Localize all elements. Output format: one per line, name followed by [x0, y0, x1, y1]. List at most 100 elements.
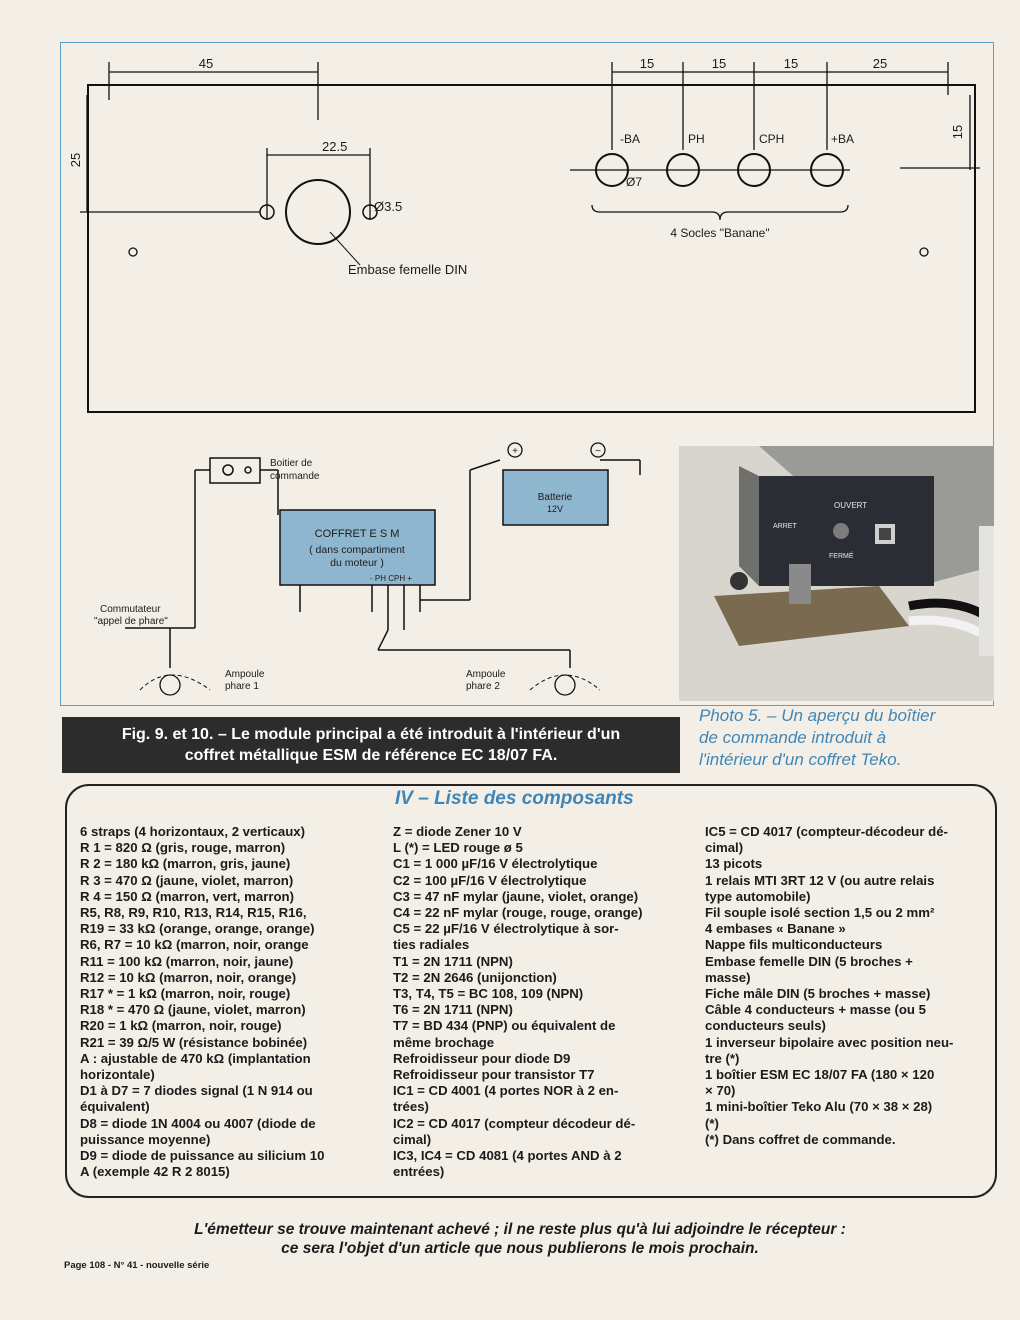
component-line: × 70)	[705, 1083, 736, 1099]
closing-text-line1: L'émetteur se trouve maintenant achevé ;…	[194, 1221, 846, 1238]
din-label: Embase femelle DIN	[348, 262, 467, 277]
component-line: équivalent)	[80, 1099, 150, 1115]
dim-15-right: 15	[950, 125, 965, 139]
dim-15b: 15	[712, 56, 726, 71]
component-line: A : ajustable de 470 kΩ (implantation	[80, 1050, 311, 1066]
ampoule2-label-1: Ampoule	[466, 669, 506, 680]
component-line: puissance moyenne)	[80, 1131, 211, 1147]
dim-15c: 15	[784, 56, 798, 71]
dim-25-top: 25	[873, 56, 887, 71]
component-line: C3 = 47 nF mylar (jaune, violet, orange)	[393, 888, 639, 904]
coffret-line3: du moteur )	[330, 557, 384, 569]
component-line: type automobile)	[705, 888, 811, 904]
component-line: horizontale)	[80, 1067, 155, 1083]
component-line: C2 = 100 µF/16 V électrolytique	[393, 872, 587, 888]
component-line: R 2 = 180 kΩ (marron, gris, jaune)	[80, 856, 291, 872]
ampoule1-label-1: Ampoule	[225, 669, 265, 680]
component-line: R6, R7 = 10 kΩ (marron, noir, orange	[80, 937, 309, 953]
battery-plus: +	[512, 446, 518, 457]
figure-caption-line2: coffret métallique ESM de référence EC 1…	[184, 747, 558, 764]
closing-text: L'émetteur se trouve maintenant achevé ;…	[140, 1220, 900, 1258]
socket-label-minus-ba: -BA	[620, 132, 640, 146]
component-line: (*)	[705, 1115, 719, 1131]
figure-caption: Fig. 9. et 10. – Le module principal a é…	[62, 717, 680, 773]
dim-22-5: 22.5	[322, 139, 347, 154]
component-line: Refroidisseur pour transistor T7	[393, 1067, 595, 1083]
component-line: Fil souple isolé section 1,5 ou 2 mm²	[705, 905, 935, 921]
component-line: 1 inverseur bipolaire avec position neu-	[705, 1034, 954, 1050]
component-line: D8 = diode 1N 4004 ou 4007 (diode de	[80, 1115, 316, 1131]
boitier-box	[209, 457, 261, 484]
photo-caption-line3: l'intérieur d'un coffret Teko.	[699, 750, 902, 769]
ampoule2-label-2: phare 2	[466, 681, 500, 692]
component-line: Nappe fils multiconducteurs	[705, 937, 883, 953]
component-line: R 1 = 820 Ω (gris, rouge, marron)	[80, 840, 286, 856]
component-line: masse)	[705, 969, 751, 985]
component-line: T6 = 2N 1711 (NPN)	[393, 1002, 513, 1018]
component-line: IC3, IC4 = CD 4081 (4 portes AND à 2	[393, 1148, 622, 1164]
component-line: R11 = 100 kΩ (marron, noir, jaune)	[80, 953, 294, 969]
component-line: D9 = diode de puissance au silicium 10	[80, 1148, 325, 1164]
component-line: R18 * = 470 Ω (jaune, violet, marron)	[80, 1002, 306, 1018]
component-line: C1 = 1 000 µF/16 V électrolytique	[393, 856, 598, 872]
component-line: T2 = 2N 2646 (unijonction)	[393, 969, 557, 985]
component-line: 1 relais MTI 3RT 12 V (ou autre relais	[705, 872, 935, 888]
ampoule1-label-2: phare 1	[225, 681, 259, 692]
socket-label-plus-ba: +BA	[831, 132, 854, 146]
component-line: cimal)	[393, 1131, 432, 1147]
component-line: Câble 4 conducteurs + masse (ou 5	[705, 1002, 926, 1018]
component-line: 13 picots	[705, 856, 763, 872]
components-col-3: IC5 = CD 4017 (compteur-décodeur dé-cima…	[705, 824, 983, 1148]
component-line: 4 embases « Banane »	[705, 921, 846, 937]
figure-frame	[60, 42, 994, 706]
page-number: Page 108 - N° 41 - nouvelle série	[64, 1260, 210, 1271]
component-line: A (exemple 42 R 2 8015)	[80, 1164, 230, 1180]
component-line: 6 straps (4 horizontaux, 2 verticaux)	[80, 824, 305, 839]
dim-7: Ø7	[626, 175, 642, 189]
component-line: 1 boîtier ESM EC 18/07 FA (180 × 120	[705, 1067, 935, 1083]
dim-45: 45	[199, 56, 213, 71]
component-line: R21 = 39 Ω/5 W (résistance bobinée)	[80, 1034, 308, 1050]
commutateur-label-2: "appel de phare"	[94, 616, 168, 627]
battery-line1: Batterie	[538, 492, 573, 503]
component-line: L (*) = LED rouge ø 5	[393, 840, 523, 856]
photo-label-ouvert: OUVERT	[834, 501, 867, 510]
battery-minus: −	[595, 446, 601, 457]
component-line: ties radiales	[393, 937, 470, 953]
component-line: trées)	[393, 1099, 429, 1115]
component-line: C5 = 22 µF/16 V électrolytique à sor-	[393, 921, 619, 937]
component-line: 1 mini-boîtier Teko Alu (70 × 38 × 28)	[705, 1099, 933, 1115]
component-line: cimal)	[705, 840, 744, 856]
component-line: R20 = 1 kΩ (marron, noir, rouge)	[80, 1018, 282, 1034]
component-line: entrées)	[393, 1164, 445, 1180]
component-line: IC5 = CD 4017 (compteur-décodeur dé-	[705, 824, 948, 839]
components-box	[65, 784, 997, 1198]
boitier-label-2: commande	[270, 471, 320, 482]
photo-label-ferme: FERMÉ	[829, 551, 854, 560]
photo-caption-line2: de commande introduit à	[699, 728, 887, 747]
photo-5: OUVERT ARRET FERMÉ	[679, 446, 994, 701]
socket-label-cph: CPH	[759, 132, 784, 146]
dim-25-left: 25	[68, 153, 83, 167]
component-line: T7 = BD 434 (PNP) ou équivalent de	[393, 1018, 616, 1034]
photo-caption-line1: Photo 5. – Un aperçu du boîtier	[699, 706, 936, 725]
component-line: R19 = 33 kΩ (orange, orange, orange)	[80, 921, 315, 937]
components-title: IV – Liste des composants	[395, 788, 634, 809]
component-line: T1 = 2N 1711 (NPN)	[393, 953, 513, 969]
battery-line2: 12V	[547, 504, 563, 514]
component-line: Embase femelle DIN (5 broches +	[705, 953, 913, 969]
component-line: (*) Dans coffret de commande.	[705, 1131, 896, 1147]
dim-3-5: Ø3.5	[374, 199, 402, 214]
din-socket	[285, 179, 351, 245]
component-line: IC2 = CD 4017 (compteur décodeur dé-	[393, 1115, 636, 1131]
component-line: R5, R8, R9, R10, R13, R14, R15, R16,	[80, 905, 307, 921]
component-line: Fiche mâle DIN (5 broches + masse)	[705, 986, 931, 1002]
component-line: R12 = 10 kΩ (marron, noir, orange)	[80, 969, 297, 985]
components-col-1: 6 straps (4 horizontaux, 2 verticaux)R 1…	[80, 824, 370, 1180]
component-line: IC1 = CD 4001 (4 portes NOR à 2 en-	[393, 1083, 619, 1099]
closing-text-line2: ce sera l'objet d'un article que nous pu…	[281, 1240, 759, 1257]
panel-outline	[87, 84, 976, 413]
component-line: Refroidisseur pour diode D9	[393, 1050, 571, 1066]
component-line: même brochage	[393, 1034, 495, 1050]
